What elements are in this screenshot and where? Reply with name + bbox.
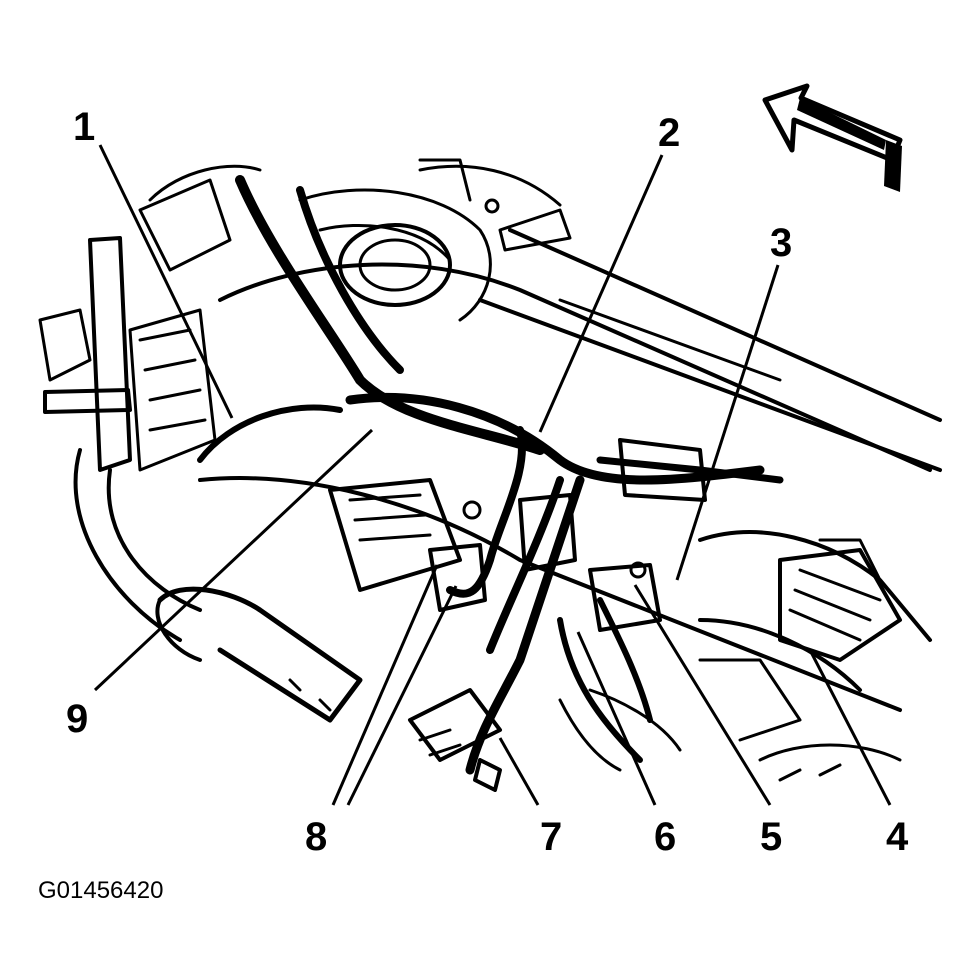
callout-3: 3 xyxy=(770,221,792,265)
callout-7: 7 xyxy=(540,815,562,859)
callout-5: 5 xyxy=(760,815,782,859)
callout-8: 8 xyxy=(305,815,327,859)
callout-4: 4 xyxy=(886,815,909,859)
leader-line-2 xyxy=(538,154,664,433)
leader-line-8b xyxy=(346,585,458,806)
callout-9: 9 xyxy=(66,697,88,741)
leader-line-6 xyxy=(576,631,657,806)
leader-line-4 xyxy=(808,649,892,806)
front-direction-arrow-icon xyxy=(762,83,903,192)
leader-line-5 xyxy=(633,584,772,806)
callout-1: 1 xyxy=(73,105,95,149)
figure-id: G01456420 xyxy=(38,877,163,904)
leader-lines xyxy=(93,144,892,806)
leader-line-8a xyxy=(331,564,439,806)
transmission-line-art xyxy=(38,158,942,792)
callout-numbers: 1 2 3 4 5 6 7 8 9 xyxy=(66,105,909,859)
leader-line-1 xyxy=(98,144,234,419)
callout-6: 6 xyxy=(654,815,676,859)
leader-line-9 xyxy=(93,428,374,692)
leader-line-7 xyxy=(498,737,540,806)
callout-2: 2 xyxy=(658,111,680,155)
leader-line-3 xyxy=(675,264,780,581)
